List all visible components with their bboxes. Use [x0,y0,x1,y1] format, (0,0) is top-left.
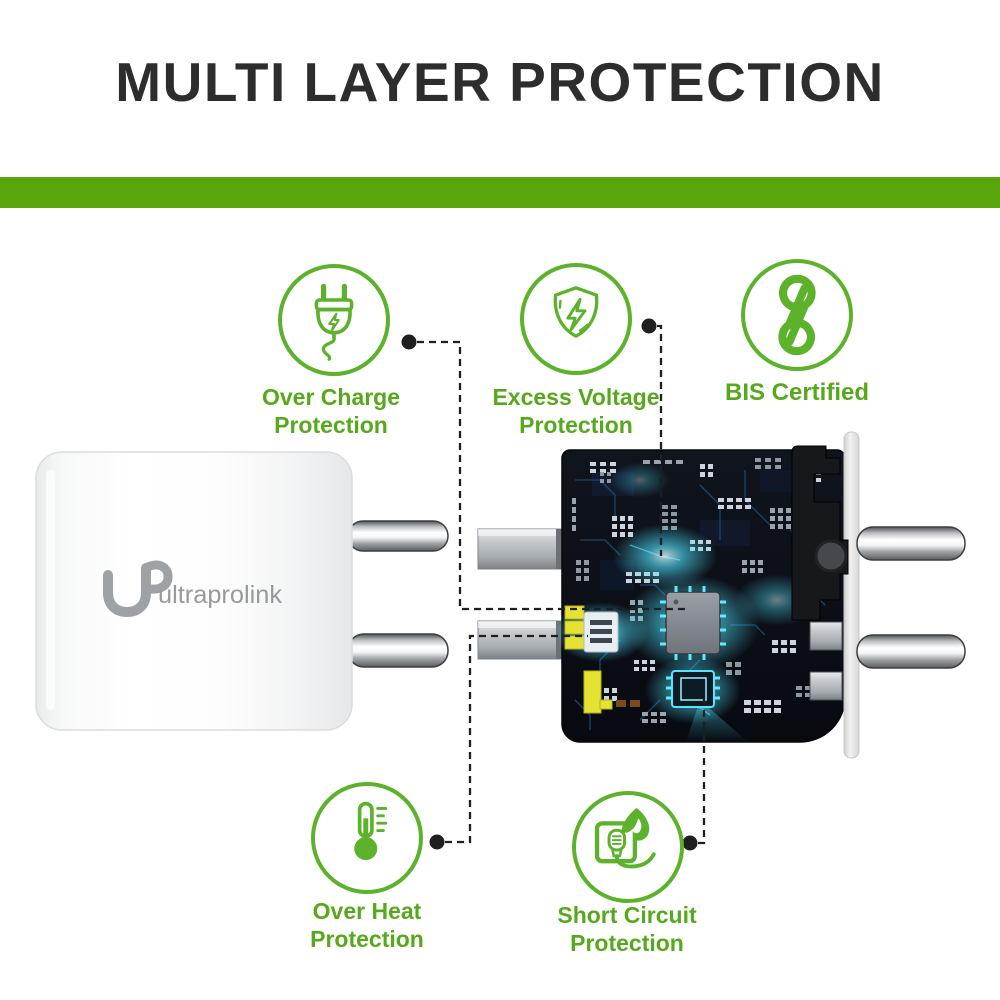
charger-body [35,451,353,731]
charger-pin-bottom-right [856,634,966,669]
charger-pin-top-right [856,526,966,561]
callout-line-short-circuit [698,698,706,845]
callout-line-over-heat [445,634,588,844]
brand-wordmark: ultraprolink [158,581,283,609]
charger-photo: ultraprolink [35,451,449,731]
usb-connector-bottom [477,620,565,660]
mounting-plate [843,431,860,759]
charger-pin-bottom-left [347,633,449,668]
feature-bis-badge [741,259,853,371]
callout-dot-over-charge [401,334,417,350]
pcb-assembly [477,431,966,759]
feature-short-circuit-badge [572,791,684,903]
callout-dot-over-heat [429,834,445,850]
feature-excess-voltage-label: Excess Voltage Protection [492,384,660,438]
transformer-block [791,445,849,621]
feature-excess-voltage-badge [520,263,632,375]
output-terminal-top [809,621,843,651]
plug-icon [314,283,354,361]
capacitor-yellow [564,605,613,714]
feature-bis-label: BIS Certified [724,379,870,406]
callout-dot-excess-voltage [641,318,657,334]
page-title: MULTI LAYER PROTECTION [115,51,885,113]
feature-over-charge-label: Over Charge Protection [261,384,401,438]
secondary-chip [666,670,720,708]
regulator-component [583,611,619,653]
callout-dot-short-circuit [682,835,698,851]
feature-over-charge-badge [278,264,390,376]
thermometer-icon [354,801,388,861]
output-terminal-bottom [809,671,843,701]
shield-bolt-icon [553,286,599,338]
feature-over-heat-label: Over Heat Protection [310,898,424,952]
feature-short-circuit-label: Short Circuit Protection [557,902,697,956]
usb-connector-top [477,528,565,570]
brand-logo: ultraprolink [103,560,283,618]
callout-line-excess-voltage [657,324,663,556]
socket-flame-icon [594,807,656,869]
bis-mark-icon [778,274,816,356]
callout-line-over-charge [417,340,685,611]
feature-over-heat-badge [311,782,423,894]
accent-bar [0,177,1000,208]
main-chip [660,586,726,660]
charger-pin-top-left [347,520,449,552]
